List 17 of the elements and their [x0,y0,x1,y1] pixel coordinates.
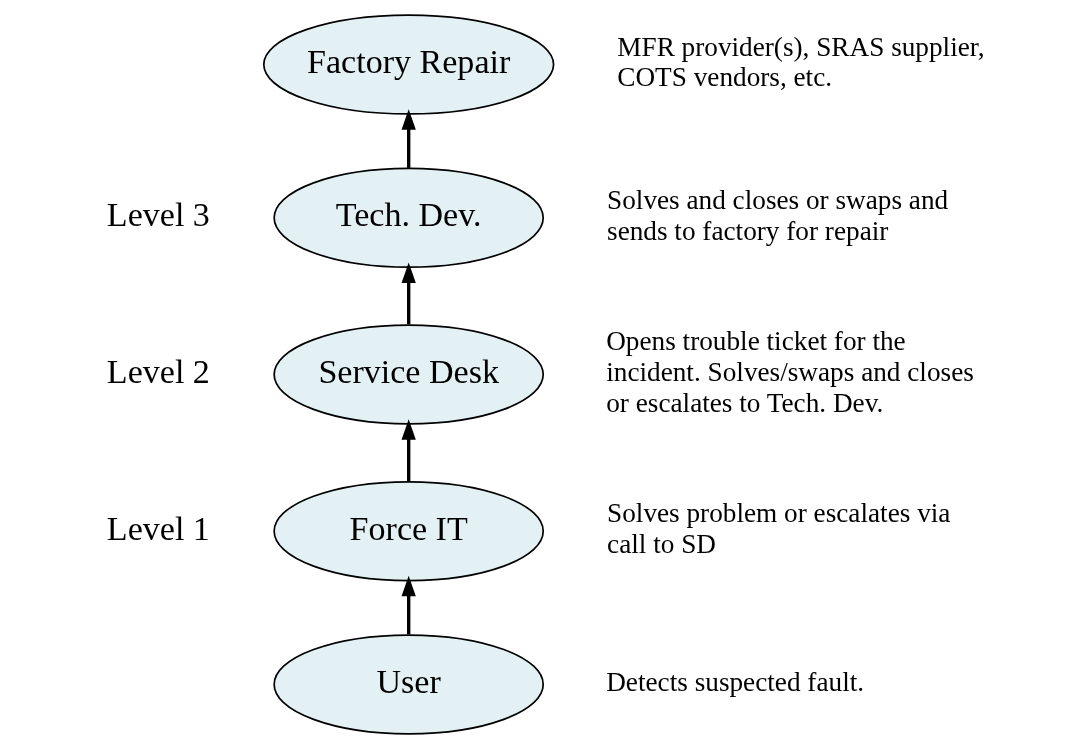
arrow [401,109,416,168]
node-ellipse: Tech. Dev. [272,167,544,269]
node-label: Detects suspected fault. [605,666,864,697]
label: Level 2 [106,353,210,391]
label: Level 3 [106,196,210,234]
node-ellipse: Service Desk [272,324,544,425]
arrow [401,419,416,481]
node-label: Opens trouble ticket for the incident. Solves/swaps and closes or escalates to Tech. Dev. [605,326,974,418]
node-ellipse: User [272,634,544,735]
node-label: MFR provider(s), SRAS supplier, COTS vendors, etc. [616,31,985,93]
arrow [401,262,416,325]
node-ellipse: Force IT [272,480,544,582]
node-label: Solves problem or escalates via call to SD [606,498,950,559]
label: Level 1 [106,509,210,547]
node-ellipse: Factory Repair [262,14,554,115]
arrow [401,575,416,635]
node-label: Solves and closes or swaps and sends to factory for repair [606,184,948,246]
